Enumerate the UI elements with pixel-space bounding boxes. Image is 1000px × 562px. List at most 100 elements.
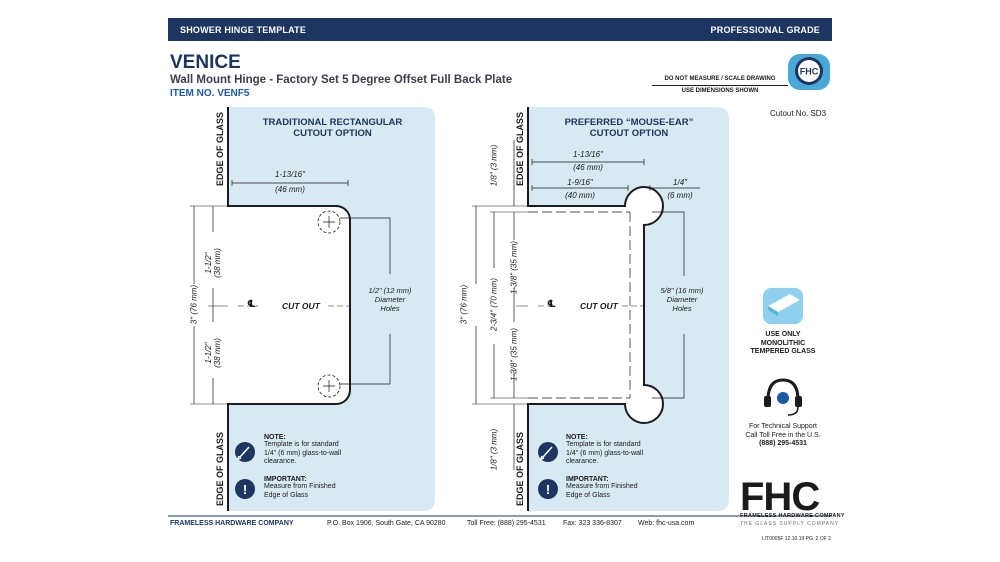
right-offset-top-dim: 1/8" (3 mm) (489, 144, 499, 187)
left-width-dim: 1-13/16" (46 mm) (250, 170, 330, 194)
tape-measure-icon: FHC (788, 54, 830, 90)
right-inner-in: 1-9/16" (567, 178, 593, 187)
footer-company: FRAMELESS HARDWARE COMPANY (170, 520, 294, 527)
logo-line1: FRAMELESS HARDWARE COMPANY (740, 513, 845, 519)
left-note-l2: 1/4" (6 mm) glass-to-wall (264, 449, 342, 457)
right-centerline-symbol: ℄ (547, 299, 556, 310)
header-left-label: SHOWER HINGE TEMPLATE (180, 25, 307, 35)
left-half-bottom-mm: (38 mm) (213, 338, 222, 368)
glass-l3: TEMPERED GLASS (750, 348, 816, 355)
right-edge-label-top: EDGE OF GLASS (515, 112, 525, 187)
right-width-dim: 1-13/16" (46 mm) (548, 150, 628, 172)
glass-requirement: USE ONLY MONOLITHIC TEMPERED GLASS (738, 331, 828, 357)
left-half-top-dim: 1-1/2" (38 mm) (204, 240, 222, 286)
technical-support: For Technical Support Call Toll Free in … (730, 423, 836, 449)
footer-web-link[interactable]: Web: fhc-usa.com (638, 520, 695, 527)
right-important-l2: Edge of Glass (566, 491, 610, 499)
left-panel-title: TRADITIONAL RECTANGULAR CUTOUT OPTION (245, 117, 420, 139)
right-half-top-dim: 1-3/8" (35 mm) (509, 240, 519, 295)
cutout-number: Cutout No. SD3 (770, 109, 827, 118)
left-hole-l1: 1/2" (12 mm) (368, 286, 412, 295)
right-inner-width-dim: 1-9/16" (40 mm) (544, 178, 616, 200)
left-cutout-outline (227, 107, 351, 511)
left-half-top-in: 1-1/2" (204, 252, 213, 274)
left-half-bottom-dim: 1-1/2" (38 mm) (204, 330, 222, 376)
left-important: IMPORTANT: Measure from Finished Edge of… (264, 476, 384, 500)
left-title-line1: TRADITIONAL RECTANGULAR (262, 117, 403, 128)
left-important-l2: Edge of Glass (264, 491, 308, 499)
important-icon-left (235, 479, 255, 499)
right-title-line1: PREFERRED “MOUSE-EAR” (564, 117, 694, 128)
right-note-heading: NOTE: (566, 434, 588, 441)
literature-code: LIT0005F 12.10.19 PG. 2 OF 2 (762, 536, 831, 542)
glass-l2: MONOLITHIC (760, 339, 806, 347)
left-edge-label-top: EDGE OF GLASS (215, 112, 225, 187)
important-icon-right (538, 479, 558, 499)
right-half-bottom-dim: 1-3/8" (35 mm) (509, 327, 519, 382)
left-hole-l3: Holes (380, 304, 400, 313)
right-width-in: 1-13/16" (573, 150, 603, 159)
right-hole-l2: Diameter (666, 295, 698, 304)
right-hole-dim: 5/8" (16 mm) Diameter Holes (654, 286, 710, 313)
right-edge-label-bottom: EDGE OF GLASS (515, 432, 525, 507)
left-note-l1: Template is for standard (264, 441, 339, 448)
right-note-l3: clearance. (566, 458, 599, 465)
right-important-heading: IMPORTANT: (566, 476, 609, 483)
svg-text:!: ! (243, 482, 247, 497)
right-width-mm: (46 mm) (573, 163, 603, 172)
left-note: NOTE: Template is for standard 1/4" (6 m… (264, 434, 384, 467)
left-hole-dim: 1/2" (12 mm) Diameter Holes (362, 286, 418, 313)
header-bar: SHOWER HINGE TEMPLATE PROFESSIONAL GRADE (168, 18, 832, 41)
left-important-l1: Measure from Finished (264, 483, 336, 490)
footer-address: P.O. Box 1906, South Gate, CA 90280 (327, 520, 446, 527)
right-note: NOTE: Template is for standard 1/4" (6 m… (566, 434, 686, 467)
right-note-l2: 1/4" (6 mm) glass-to-wall (566, 449, 644, 457)
page-title: VENICE (170, 52, 241, 73)
support-l1: For Technical Support (749, 423, 817, 430)
left-hole-top (317, 210, 341, 234)
left-half-top-mm: (38 mm) (213, 248, 222, 278)
page-subtitle: Wall Mount Hinge - Factory Set 5 Degree … (170, 74, 513, 86)
fhc-logo: FHC (740, 475, 820, 519)
left-total-dim: 3" (76 mm) (189, 284, 199, 325)
right-ear-dim: 1/4" (6 mm) (656, 178, 704, 200)
badge-text: FHC (800, 67, 819, 77)
footer-company-name: FRAMELESS HARDWARE COMPANY (170, 520, 294, 527)
logo-line2: THE GLASS SUPPLY COMPANY (740, 521, 840, 527)
right-total-dim: 3" (76 mm) (459, 284, 469, 325)
svg-text:!: ! (546, 482, 550, 497)
item-number: ITEM NO. VENF5 (170, 88, 250, 99)
left-edge-label-bottom: EDGE OF GLASS (215, 432, 225, 507)
support-phone: (888) 295-4531 (759, 440, 807, 447)
scale-notice-line2: USE DIMENSIONS SHOWN (652, 85, 788, 97)
tempered-glass-icon (763, 288, 803, 324)
right-cutout-label: CUT OUT (580, 301, 618, 311)
glass-l1: USE ONLY (765, 331, 801, 338)
right-ear-mm: (6 mm) (667, 191, 693, 200)
header-right-label: PROFESSIONAL GRADE (710, 25, 820, 35)
left-half-bottom-in: 1-1/2" (204, 342, 213, 364)
scale-notice-line1: DO NOT MEASURE / SCALE DRAWING (664, 76, 776, 82)
headset-icon (764, 378, 802, 416)
right-note-l1: Template is for standard (566, 441, 641, 448)
right-offset-bottom-dim: 1/8" (3 mm) (489, 428, 499, 471)
footer-fax: Fax: 323 336-8307 (563, 520, 622, 527)
right-hole-l1: 5/8" (16 mm) (660, 286, 704, 295)
right-title-line2: CUTOUT OPTION (589, 128, 669, 139)
right-important-l1: Measure from Finished (566, 483, 638, 490)
left-important-heading: IMPORTANT: (264, 476, 307, 483)
left-note-l3: clearance. (264, 458, 297, 465)
right-cutout-outline (527, 107, 664, 511)
left-hole-bottom (317, 374, 341, 398)
left-cutout-label: CUT OUT (282, 301, 320, 311)
left-hole-l2: Diameter (374, 295, 406, 304)
left-note-heading: NOTE: (264, 434, 286, 441)
scale-notice: DO NOT MEASURE / SCALE DRAWING USE DIMEN… (652, 74, 788, 97)
right-panel-title: PREFERRED “MOUSE-EAR” CUTOUT OPTION (540, 117, 718, 139)
support-l2: Call Toll Free in the U.S. (745, 431, 821, 439)
right-hole-l3: Holes (672, 304, 692, 313)
right-inner-total-dim: 2-3/4" (70 mm) (489, 277, 499, 332)
left-title-line2: CUTOUT OPTION (293, 128, 372, 139)
right-important: IMPORTANT: Measure from Finished Edge of… (566, 476, 686, 500)
left-centerline-symbol: ℄ (247, 299, 256, 310)
